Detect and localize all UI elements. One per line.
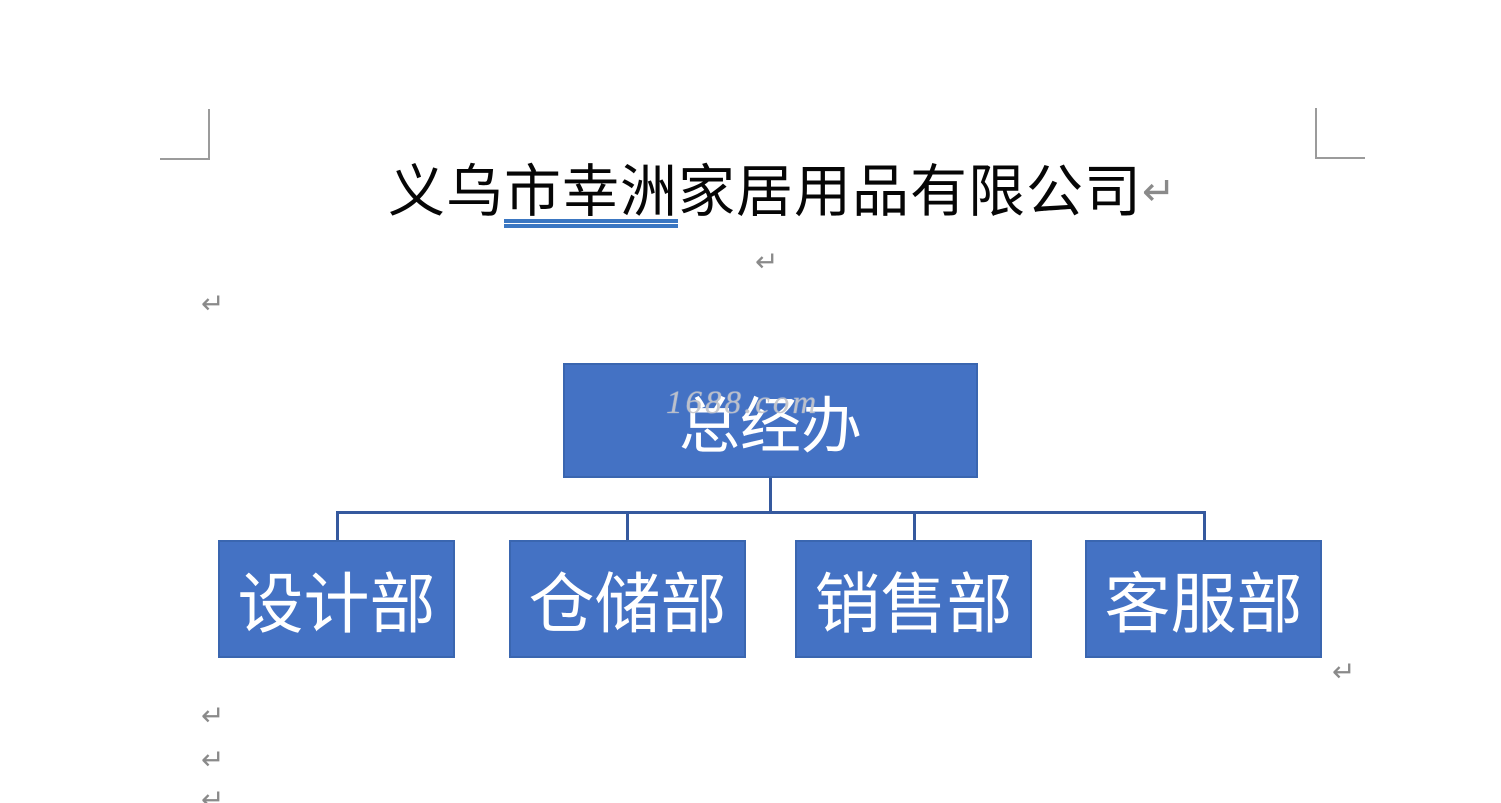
org-box-label: 总经办: [678, 392, 862, 460]
paragraph-mark: ↵: [1142, 170, 1176, 214]
paragraph-mark: ↵: [201, 784, 225, 803]
paragraph-mark: ↵: [201, 288, 225, 319]
org-box-warehouse-dept[interactable]: 仓储部: [509, 540, 746, 658]
margin-crop-mark-top-right: [1315, 108, 1365, 159]
paragraph-mark: ↵: [1332, 656, 1356, 687]
paragraph-mark: ↵: [201, 744, 225, 775]
org-box-label: 仓储部: [528, 567, 727, 641]
connector-horizontal-bar: [336, 511, 1206, 514]
connector-drop-design: [336, 511, 339, 540]
watermark-1688: 1688.com: [666, 385, 820, 421]
connector-drop-warehouse: [626, 511, 629, 540]
title-prefix: 义乌: [388, 160, 504, 224]
title-underlined-text: 市幸洲: [504, 160, 678, 224]
connector-drop-sales: [913, 511, 916, 540]
org-box-design-dept[interactable]: 设计部: [218, 540, 455, 658]
org-box-customer-service-dept[interactable]: 客服部: [1085, 540, 1322, 658]
title-suffix: 家居用品有限公司: [678, 160, 1142, 224]
paragraph-mark: ↵: [201, 700, 225, 731]
connector-root-stem: [769, 478, 772, 514]
org-box-label: 客服部: [1104, 567, 1303, 641]
org-box-sales-dept[interactable]: 销售部: [795, 540, 1032, 658]
company-title[interactable]: 义乌市幸洲家居用品有限公司↵: [388, 160, 1176, 224]
margin-crop-mark-top-left: [160, 109, 210, 160]
connector-drop-customer-service: [1203, 511, 1206, 540]
paragraph-mark: ↵: [755, 246, 779, 277]
org-box-general-manager-office[interactable]: 总经办: [563, 363, 978, 478]
org-box-label: 销售部: [814, 567, 1013, 641]
org-box-label: 设计部: [237, 567, 436, 641]
